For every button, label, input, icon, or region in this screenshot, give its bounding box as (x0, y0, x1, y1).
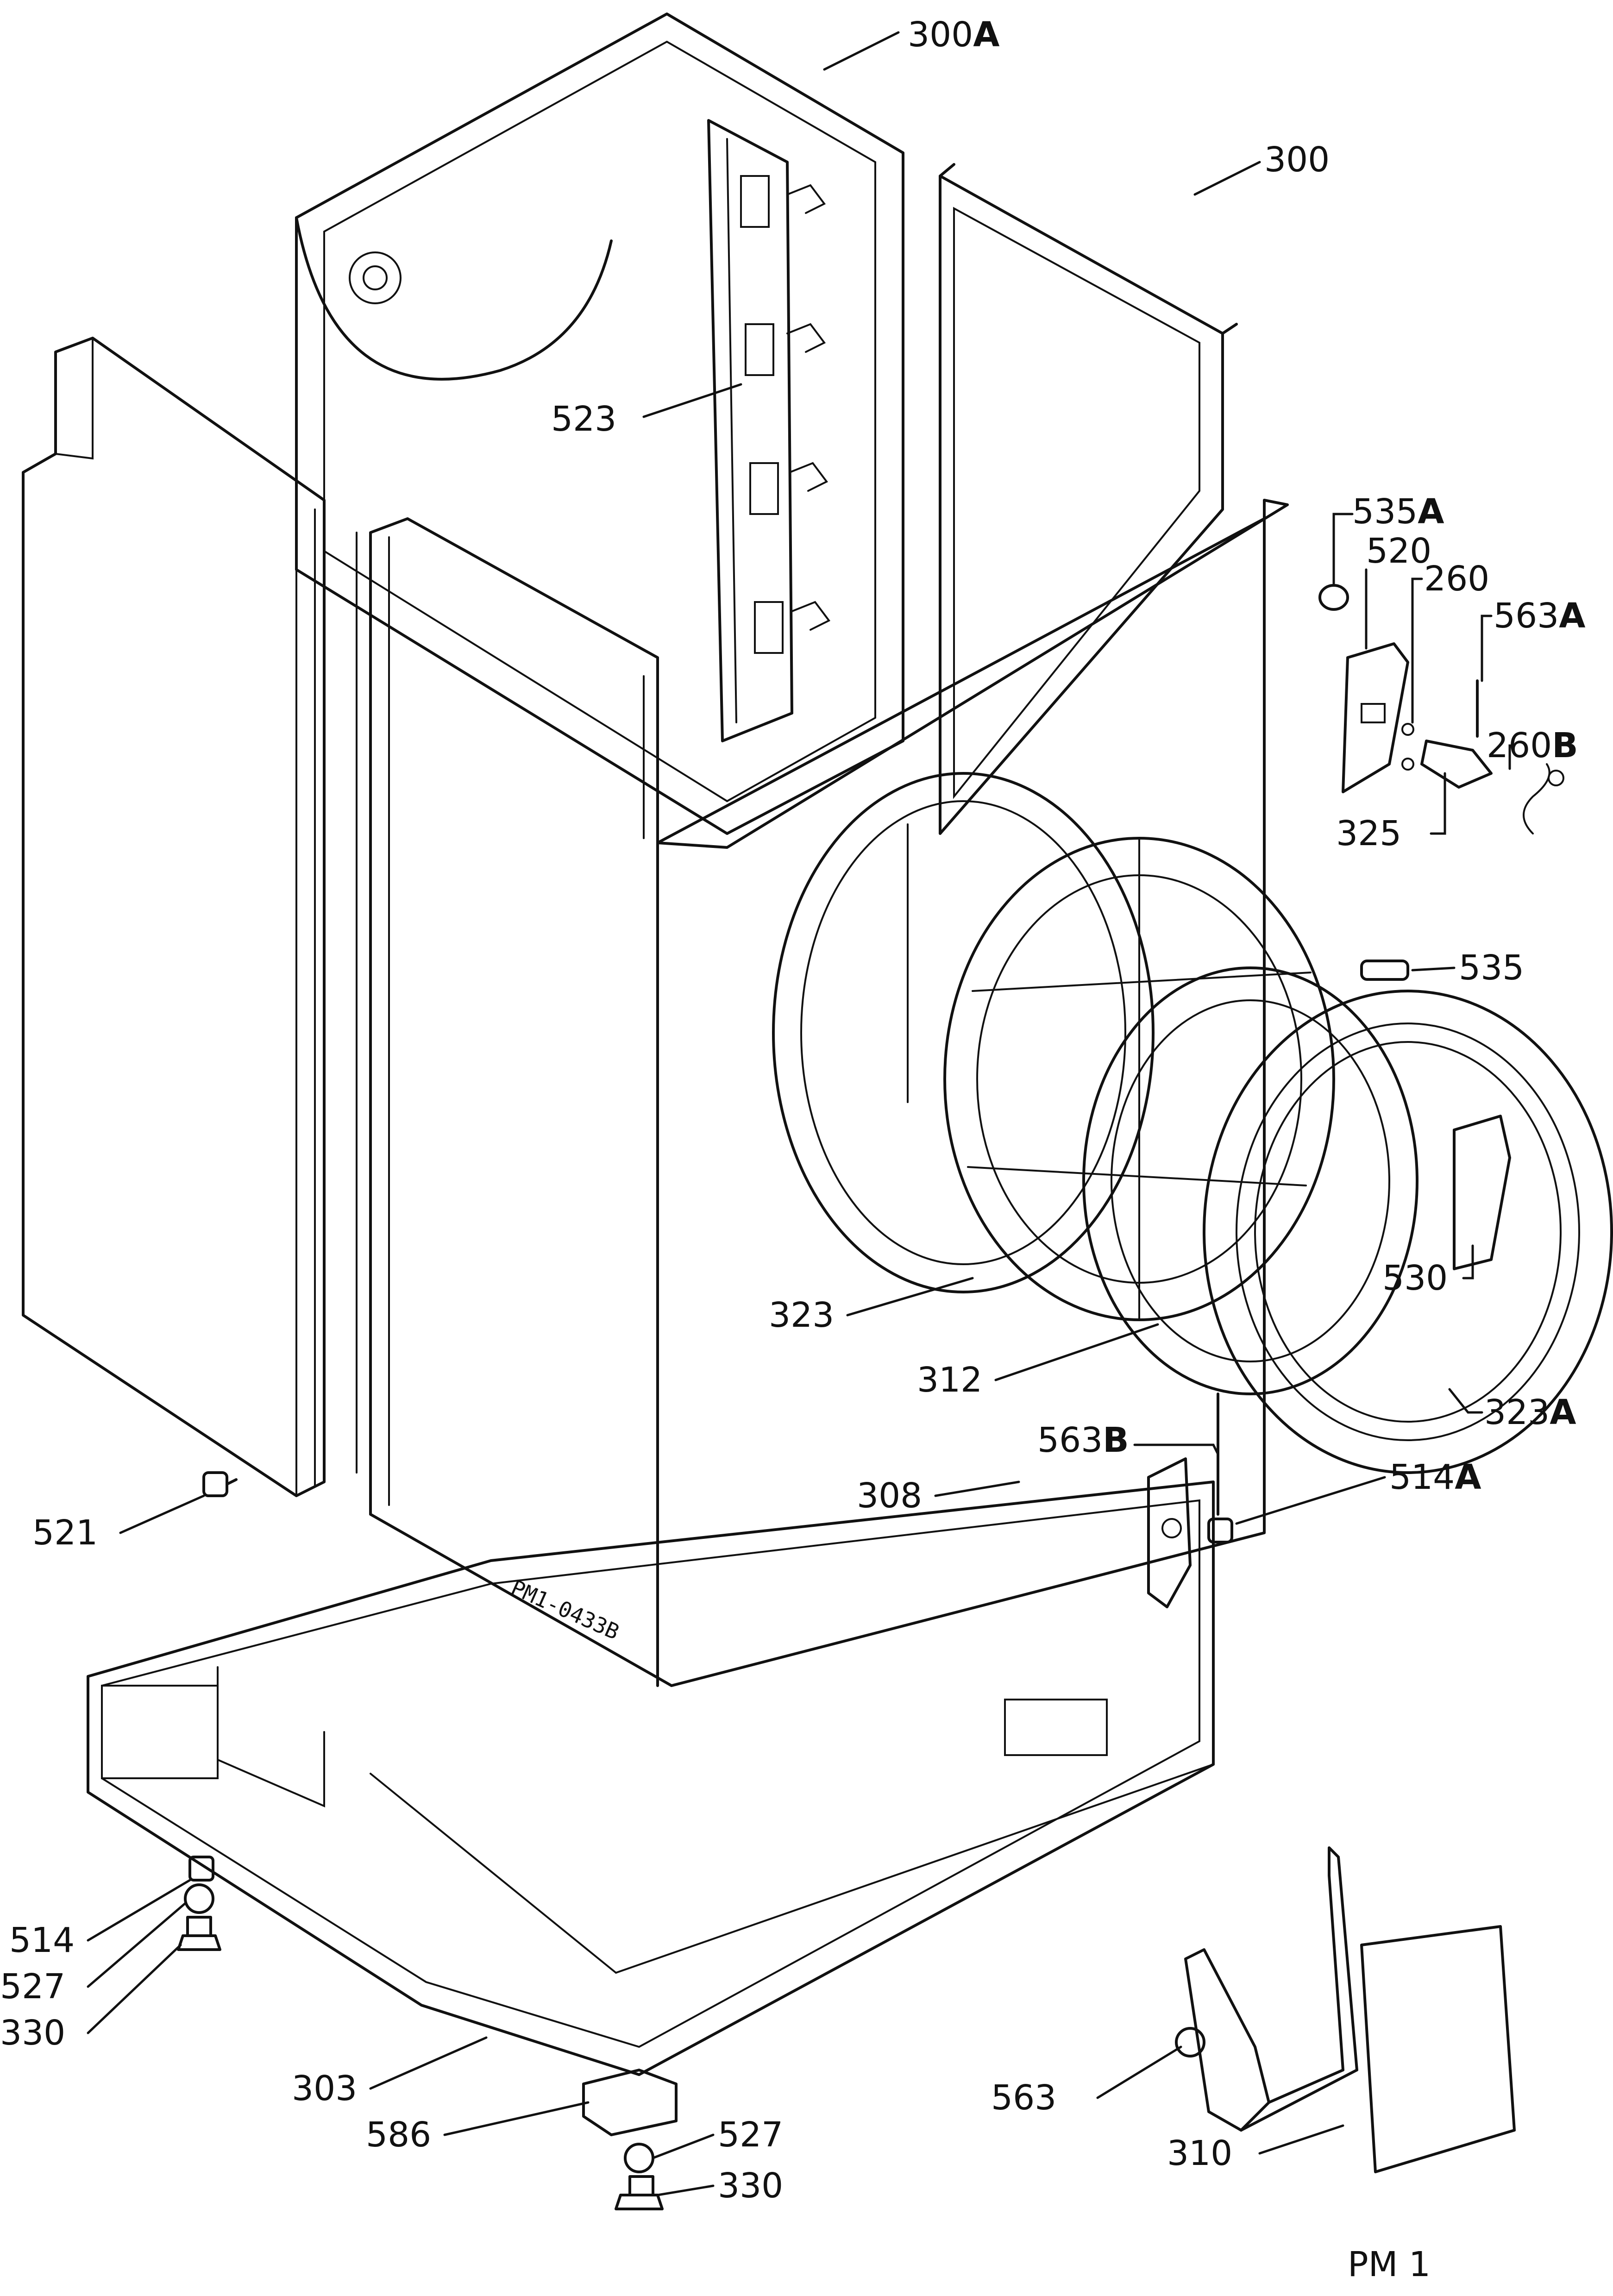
front-panel-563 (1175, 1846, 1358, 2132)
callout-563: 563 (991, 2078, 1056, 2118)
door-323a (1203, 990, 1613, 1474)
callout-308: 308 (857, 1476, 922, 1516)
callout-310: 310 (1167, 2133, 1232, 2173)
callout-563a: 563A (1494, 596, 1586, 636)
callout-300a: 300A (908, 15, 1000, 55)
callout-527-right: 527 (718, 2115, 783, 2155)
right-frame-300 (939, 163, 1238, 835)
callout-300: 300 (1264, 140, 1330, 180)
callout-323a: 323A (1484, 1393, 1576, 1432)
callout-260: 260 (1424, 559, 1489, 599)
callout-535a: 535A (1352, 492, 1444, 532)
drum-312 (1082, 966, 1418, 1395)
sheet-code: PM 1 (1348, 2245, 1431, 2284)
back-rail-523 (707, 119, 831, 742)
callout-523: 523 (551, 399, 616, 439)
spring-260b (1523, 763, 1564, 834)
front-cabinet (369, 499, 1289, 1687)
base-303 (87, 1480, 1215, 2076)
callout-330-right: 330 (718, 2166, 783, 2206)
hinge-bracket-308 (1147, 1457, 1192, 1608)
callout-323: 323 (769, 1295, 834, 1335)
callout-521: 521 (32, 1513, 98, 1553)
callout-535: 535 (1459, 948, 1524, 988)
drawing-stamp: PM1-0433B (508, 1575, 623, 1645)
callout-330-left: 330 (0, 2013, 65, 2053)
callout-586: 586 (366, 2115, 431, 2155)
hinge-pin-535 (1360, 960, 1409, 981)
small-part-535a (1318, 584, 1349, 611)
interlock-plate-520 (1342, 642, 1409, 793)
leader-lines (87, 31, 1516, 2196)
callout-325: 325 (1336, 814, 1401, 853)
callout-563b: 563B (1037, 1420, 1129, 1460)
screw-521 (202, 1471, 238, 1497)
door-gasket-323 (943, 837, 1335, 1321)
lever-325 (1420, 740, 1493, 789)
callout-312: 312 (917, 1360, 982, 1400)
cover-310 (1360, 1925, 1516, 2173)
foot-base-586 (582, 2069, 678, 2136)
callout-514a: 514A (1389, 1457, 1481, 1497)
callout-527-left: 527 (0, 1967, 65, 2007)
spring-260 (1401, 723, 1414, 771)
callout-530: 530 (1382, 1258, 1448, 1298)
door-handle-530 (1453, 1115, 1511, 1270)
callout-260b: 260B (1487, 726, 1578, 765)
callout-520: 520 (1366, 531, 1431, 571)
screw-514a (1207, 1518, 1233, 1543)
callout-514: 514 (9, 1920, 75, 1960)
foot-right (615, 2143, 664, 2210)
left-side-panel (22, 337, 358, 1497)
callout-303: 303 (292, 2069, 357, 2108)
callout-labels: 300A 300 523 535A 520 260 563A 260B 325 … (0, 15, 1586, 2206)
